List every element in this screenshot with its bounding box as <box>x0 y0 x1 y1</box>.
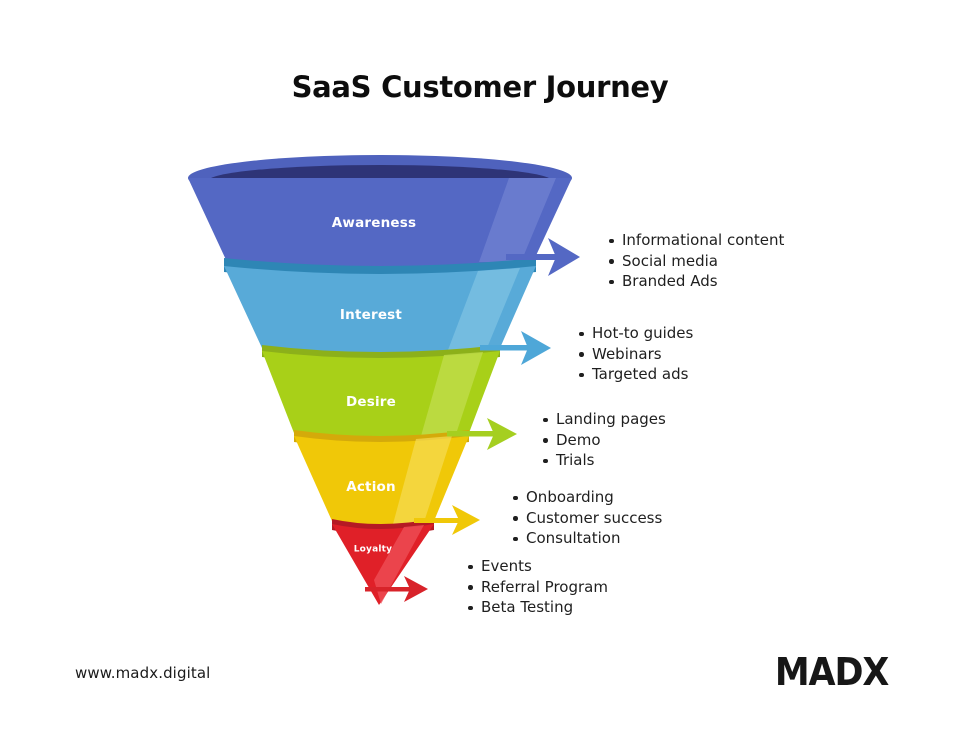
interest-body <box>224 266 536 354</box>
list-item: Onboarding <box>512 487 662 508</box>
list-item: Customer success <box>512 508 663 527</box>
awareness-label: Awareness <box>332 215 416 231</box>
action-rim <box>294 430 469 448</box>
list-item: Consultation <box>512 528 662 549</box>
loyalty-body <box>332 524 434 605</box>
list-item: Webinars <box>578 344 693 365</box>
loyalty-highlight <box>374 525 424 604</box>
action-label: Action <box>346 479 396 495</box>
desire-rim <box>262 345 500 364</box>
desire-body <box>262 351 500 439</box>
arrow-awareness <box>506 238 580 276</box>
tactics-list-action: Onboarding Customer success Consultation <box>508 487 662 549</box>
arrow-loyalty <box>365 576 428 602</box>
tactics-list-loyalty: Events Referral Program Beta Testing <box>463 556 608 618</box>
desire-highlight <box>421 352 483 436</box>
awareness-bottom-cap <box>227 262 533 269</box>
loyalty-label: Loyalty <box>354 545 393 555</box>
arrow-action <box>414 505 480 535</box>
list-item: Demo <box>543 430 666 451</box>
arrow-desire <box>447 418 517 450</box>
interest-label: Interest <box>340 307 402 323</box>
list-item: Social media <box>608 251 784 272</box>
list-item: Branded Ads <box>608 271 784 292</box>
funnel-segment-loyalty[interactable]: Loyalty <box>332 519 434 605</box>
awareness-rim-outer <box>188 155 572 201</box>
arrow-interest <box>480 331 551 365</box>
page-title: SaaS Customer Journey <box>291 70 669 104</box>
funnel-segment-desire[interactable]: Desire <box>262 345 500 439</box>
action-highlight <box>393 436 452 524</box>
interest-highlight <box>448 268 520 350</box>
list-item: Trials <box>543 450 666 471</box>
list-item: Targeted ads <box>578 364 693 385</box>
awareness-body <box>188 178 572 262</box>
list-item: Landing pages <box>543 410 666 428</box>
loyalty-rim <box>332 519 434 535</box>
list-item: Hot-to guides <box>578 324 694 342</box>
funnel-segment-action[interactable]: Action <box>294 430 469 526</box>
list-item: Events <box>468 556 608 577</box>
awareness-highlight <box>479 178 556 262</box>
tactics-list-desire: Landing pages Demo Trials <box>538 409 666 471</box>
interest-rim <box>224 258 536 280</box>
list-item: Informational content <box>608 231 785 249</box>
list-item: Referral Program <box>468 577 608 596</box>
funnel-segment-awareness[interactable]: Awareness <box>188 155 572 269</box>
madx-logo: MADX <box>774 650 890 694</box>
tactics-list-interest: Hot-to guides Webinars Targeted ads <box>574 323 693 385</box>
desire-label: Desire <box>346 394 396 410</box>
tactics-list-awareness: Informational content Social media Brand… <box>604 230 784 292</box>
list-item: Beta Testing <box>468 597 608 618</box>
funnel-segment-interest[interactable]: Interest <box>224 258 536 354</box>
awareness-rim-inner <box>208 165 552 197</box>
website-url[interactable]: www.madx.digital <box>75 664 211 682</box>
action-body <box>294 436 469 526</box>
